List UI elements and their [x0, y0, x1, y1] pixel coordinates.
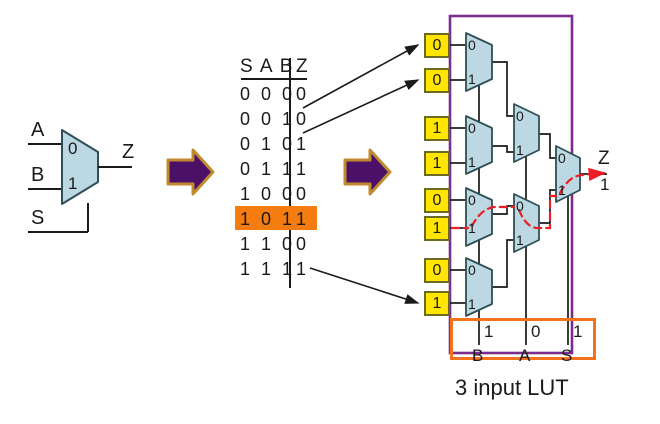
truth-table-row-highlight [235, 206, 317, 230]
truth-table-output-cell: 0 [296, 234, 307, 254]
truth-table-output-cell: 1 [296, 159, 307, 179]
lut-mux5-port1-label: 1 [516, 142, 524, 158]
mux-s1-4 [465, 257, 493, 317]
select-line-name-b: B [472, 346, 484, 365]
lut-mux6-port1-label: 1 [516, 232, 524, 248]
right-arrow-1 [166, 148, 215, 196]
select-line-value-b: 1 [484, 322, 494, 341]
mux-port0-label: 0 [68, 139, 78, 158]
lut-mux7-port0-label: 0 [558, 150, 566, 166]
truth-table-row: 0 1 1 [240, 159, 296, 179]
mux-s1-2 [465, 115, 493, 175]
truth-table-rules [241, 58, 307, 288]
select-line-value-a: 0 [531, 322, 541, 341]
lut-mux2-port1-label: 1 [468, 154, 476, 170]
select-line-name-s: S [561, 346, 573, 365]
truth-table-output-cell: 0 [296, 84, 307, 104]
truth-table-row: 0 0 0 [240, 84, 296, 104]
mux-symbol-body [61, 129, 99, 205]
active-path-highlight [450, 167, 607, 230]
map-arrow-row0 [302, 44, 420, 109]
select-line-name-a: A [519, 346, 531, 365]
right-arrow-2 [343, 148, 392, 196]
truth-table-row: 1 0 1 [240, 209, 296, 229]
map-arrow-row7 [309, 267, 420, 304]
truth-table-row: 1 1 1 [240, 259, 296, 279]
lut-caption: 3 input LUT [455, 375, 569, 400]
truth-table-header-output: Z [296, 56, 308, 77]
mux-output-label: Z [122, 141, 135, 163]
mux-s1-3 [465, 187, 493, 247]
truth-table-row: 0 1 0 [240, 134, 296, 154]
lut-output-label: Z [598, 148, 610, 169]
truth-table-output-cell: 0 [296, 184, 307, 204]
lut-output-value: 1 [600, 175, 610, 194]
truth-table-row: 1 0 0 [240, 184, 296, 204]
truth-table-header-inputs: S A B [240, 56, 294, 77]
mux-symbol-group [28, 129, 132, 233]
mux-input-b-label: B [31, 164, 45, 186]
hl-mux2-to-mux1 [517, 194, 558, 230]
select-inputs-box [450, 318, 596, 360]
lut-mux2-port0-label: 0 [468, 120, 476, 136]
mux-s1-1 [465, 32, 493, 92]
lut-mux1-port0-label: 0 [468, 37, 476, 53]
lut-mux5-port0-label: 0 [516, 108, 524, 124]
truth-table-output-cell: 0 [296, 109, 307, 129]
mux-s2-1 [513, 103, 540, 163]
lut-mux3-port1-label: 1 [468, 220, 476, 236]
truth-table-row: 1 1 0 [240, 234, 296, 254]
lut-mux1-port1-label: 1 [468, 71, 476, 87]
lut-mux3-port0-label: 0 [468, 192, 476, 208]
truth-table-output-cell: 1 [296, 259, 307, 279]
truth-table-output-cell: 1 [296, 134, 307, 154]
lut-mux4-port1-label: 1 [468, 296, 476, 312]
hl-mux1-to-z [558, 167, 607, 195]
mux-port1-label: 1 [68, 174, 78, 193]
mux-input-a-label: A [31, 119, 45, 141]
lut-mux4-port0-label: 0 [468, 262, 476, 278]
mapping-arrows [302, 44, 420, 304]
lut-mux6-port0-label: 0 [516, 198, 524, 214]
lut-mux7-port1-label: 1 [558, 182, 566, 198]
mux-select-label: S [31, 207, 45, 229]
select-line-value-s: 1 [573, 322, 583, 341]
truth-table-row: 0 0 1 [240, 109, 296, 129]
lut-stage1-muxes [465, 32, 493, 317]
map-arrow-row1 [302, 79, 420, 134]
truth-table-output-cell: 1 [296, 209, 307, 229]
hl-mux3-to-mux2 [470, 205, 516, 228]
